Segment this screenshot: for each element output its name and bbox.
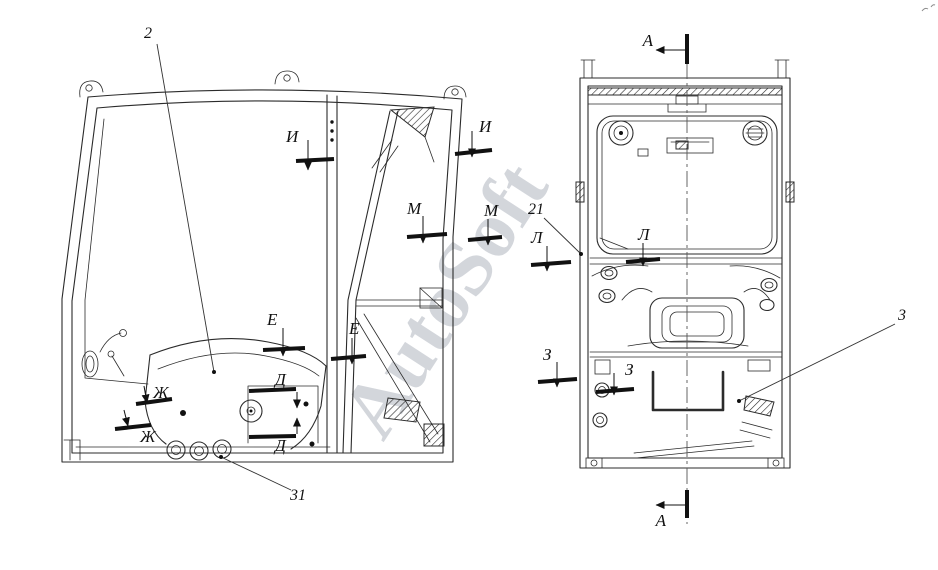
speaker-right: [742, 120, 768, 146]
callout-part3: 3: [737, 307, 906, 403]
roof-vent: [389, 106, 435, 138]
section-marker-z-right: З: [595, 360, 635, 396]
lifting-lugs: [79, 70, 467, 100]
rear-view: [575, 36, 795, 524]
section-letter-m: М: [483, 201, 499, 220]
callout-part21: 21: [528, 201, 583, 256]
section-marker-l-left: Л: [530, 228, 572, 272]
callout-label-21: 21: [528, 201, 544, 218]
section-letter-z: З: [543, 345, 552, 364]
center-pillar: [326, 94, 338, 454]
rear-lower-details: [355, 287, 445, 447]
section-letter-l: Л: [637, 225, 651, 244]
glass-reflection: [371, 139, 399, 173]
lower-panel: [585, 359, 785, 469]
rear-window-sill: [355, 299, 444, 307]
a-pillar-inner: [84, 118, 149, 385]
section-marker-m-right: М: [467, 201, 503, 246]
rail-tab-right: [785, 181, 795, 203]
section-letter-e: Е: [348, 319, 360, 338]
section-marker-l-right: Л: [625, 225, 661, 267]
section-marker-a-top: А: [642, 31, 689, 64]
grab-rings: [598, 265, 778, 312]
top-posts: [580, 59, 790, 79]
section-letter-l: Л: [530, 228, 544, 247]
roof-lower-line: [587, 103, 783, 113]
section-letter-m: М: [406, 199, 422, 218]
callout-label-31: 31: [289, 487, 306, 504]
callout-label-3: 3: [897, 307, 906, 324]
section-letter-a: А: [642, 31, 654, 50]
rear-inner-frame: [587, 85, 783, 459]
u-bracket: [651, 370, 725, 412]
seat-back: [591, 264, 781, 349]
corner-mark: [921, 4, 936, 12]
section-marker-a-bottom: А: [655, 490, 689, 530]
section-letter-a: А: [655, 511, 667, 530]
target-boss: [180, 399, 315, 447]
rear-outer-frame: [579, 77, 791, 469]
section-marker-e-right: Е: [330, 319, 367, 365]
roof-band: [587, 87, 783, 96]
rail-tab-left: [575, 181, 585, 203]
section-marker-m-left: М: [406, 199, 448, 244]
section-letter-d: Д: [273, 370, 287, 389]
callout-part2: 2: [144, 25, 216, 374]
section-marker-e-left: Е: [262, 310, 306, 357]
section-letter-e: Е: [266, 310, 278, 329]
section-letter-d: Д: [273, 436, 287, 455]
window-sill: [589, 257, 783, 265]
section-letter-i: И: [478, 117, 493, 136]
callout-label-2: 2: [144, 25, 152, 42]
section-letter-i: И: [285, 127, 300, 146]
callout-part31: 31: [219, 455, 306, 504]
section-letter-z: З: [625, 360, 634, 379]
section-marker-z-left: З: [537, 345, 578, 388]
wiper-arm: [599, 237, 629, 250]
control-levers: [63, 329, 127, 461]
section-letter-zh: Ж: [139, 427, 157, 446]
section-marker-i-left: И: [285, 127, 335, 171]
cab-outer-frame: [61, 89, 463, 463]
cab-inner-frame: [71, 100, 453, 454]
section-marker-d-bottom: Д: [248, 417, 301, 455]
dome-lamp: [637, 137, 714, 157]
side-view: [61, 70, 467, 463]
section-marker-d-top: Д: [248, 370, 301, 409]
mid-separator: [589, 351, 783, 358]
vent-edge: [424, 136, 435, 163]
section-marker-zh-top: Ж: [135, 383, 173, 406]
section-marker-i-right: И: [454, 117, 493, 158]
section-letter-zh: Ж: [152, 383, 170, 402]
section-marker-zh-bottom: Ж: [114, 409, 157, 446]
speaker-left: [608, 120, 634, 146]
